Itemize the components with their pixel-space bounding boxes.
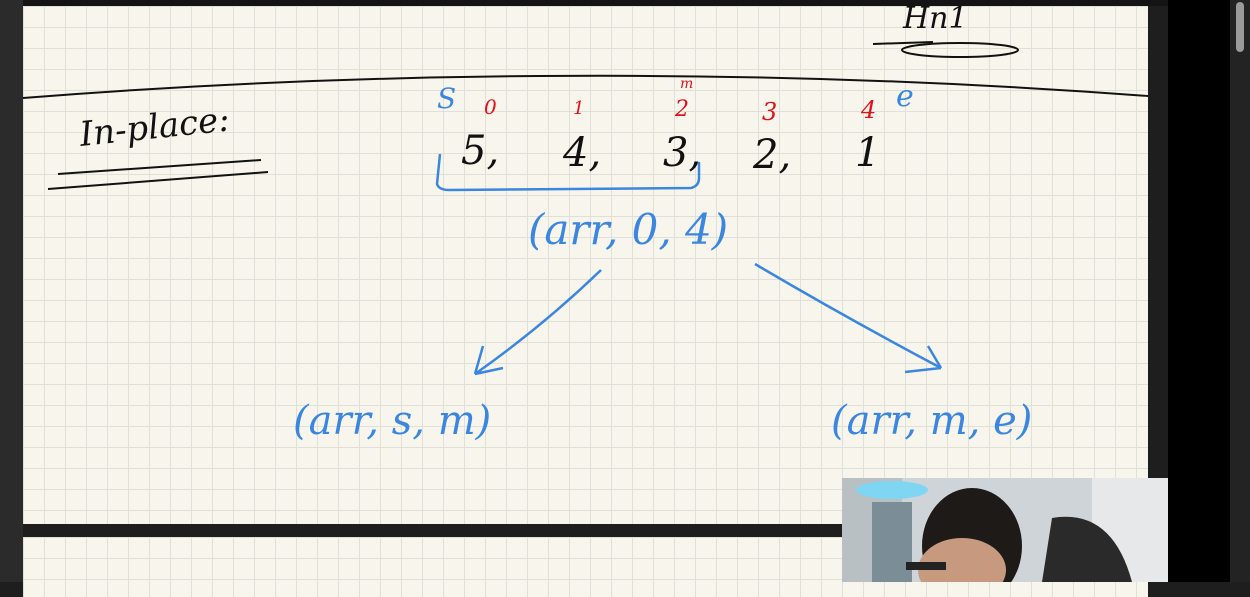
left-arrow: [474, 269, 602, 376]
top-bar: [0, 0, 1230, 6]
array-value-0: 5,: [461, 128, 499, 174]
root-call: (arr, 0, 4): [528, 205, 728, 254]
right-arrow: [754, 262, 942, 370]
side-panel: [1168, 0, 1230, 582]
index-3: 3: [762, 98, 777, 126]
index-1: 1: [573, 98, 584, 119]
header-ellipse: [901, 42, 1019, 58]
array-value-3: 2,: [752, 132, 791, 178]
lamp-glow: [856, 481, 928, 499]
index-2: 2: [674, 97, 689, 122]
title-underline-2: [47, 171, 269, 190]
selection-bracket: [435, 153, 701, 192]
marker-end: e: [896, 79, 914, 114]
chair-back: [1042, 516, 1132, 582]
index-4: 4: [860, 96, 876, 124]
header-stroke: [872, 41, 934, 45]
divider-stroke: [23, 74, 1148, 99]
left-arrowhead: [473, 345, 504, 376]
webcam-overlay: [842, 478, 1168, 582]
array-value-1: 4,: [562, 130, 601, 176]
title-in-place: In-place:: [77, 99, 232, 155]
array-value-4: 1: [855, 130, 880, 176]
marker-mid: m: [680, 76, 693, 92]
left-call: (arr, s, m): [293, 398, 491, 444]
header-ink: Hn1: [902, 6, 968, 36]
presenter-face: [918, 538, 1006, 582]
notebook-page[interactable]: Hn1 In-place: S m e 0 1 2 3 4 5, 4, 3, 2…: [23, 6, 1148, 524]
right-arrowhead: [904, 345, 943, 374]
right-call: (arr, m, e): [831, 398, 1032, 444]
left-margin: [0, 0, 23, 582]
index-0: 0: [484, 95, 497, 119]
array-value-2: 3,: [663, 130, 701, 176]
glasses: [906, 562, 946, 570]
ink-canvas: Hn1 In-place: S m e 0 1 2 3 4 5, 4, 3, 2…: [23, 6, 1148, 444]
presenter-video: [842, 478, 1168, 582]
scrollbar[interactable]: [1230, 0, 1250, 582]
scroll-thumb[interactable]: [1236, 2, 1244, 52]
title-underline-1: [57, 159, 262, 175]
marker-start: S: [437, 82, 456, 115]
